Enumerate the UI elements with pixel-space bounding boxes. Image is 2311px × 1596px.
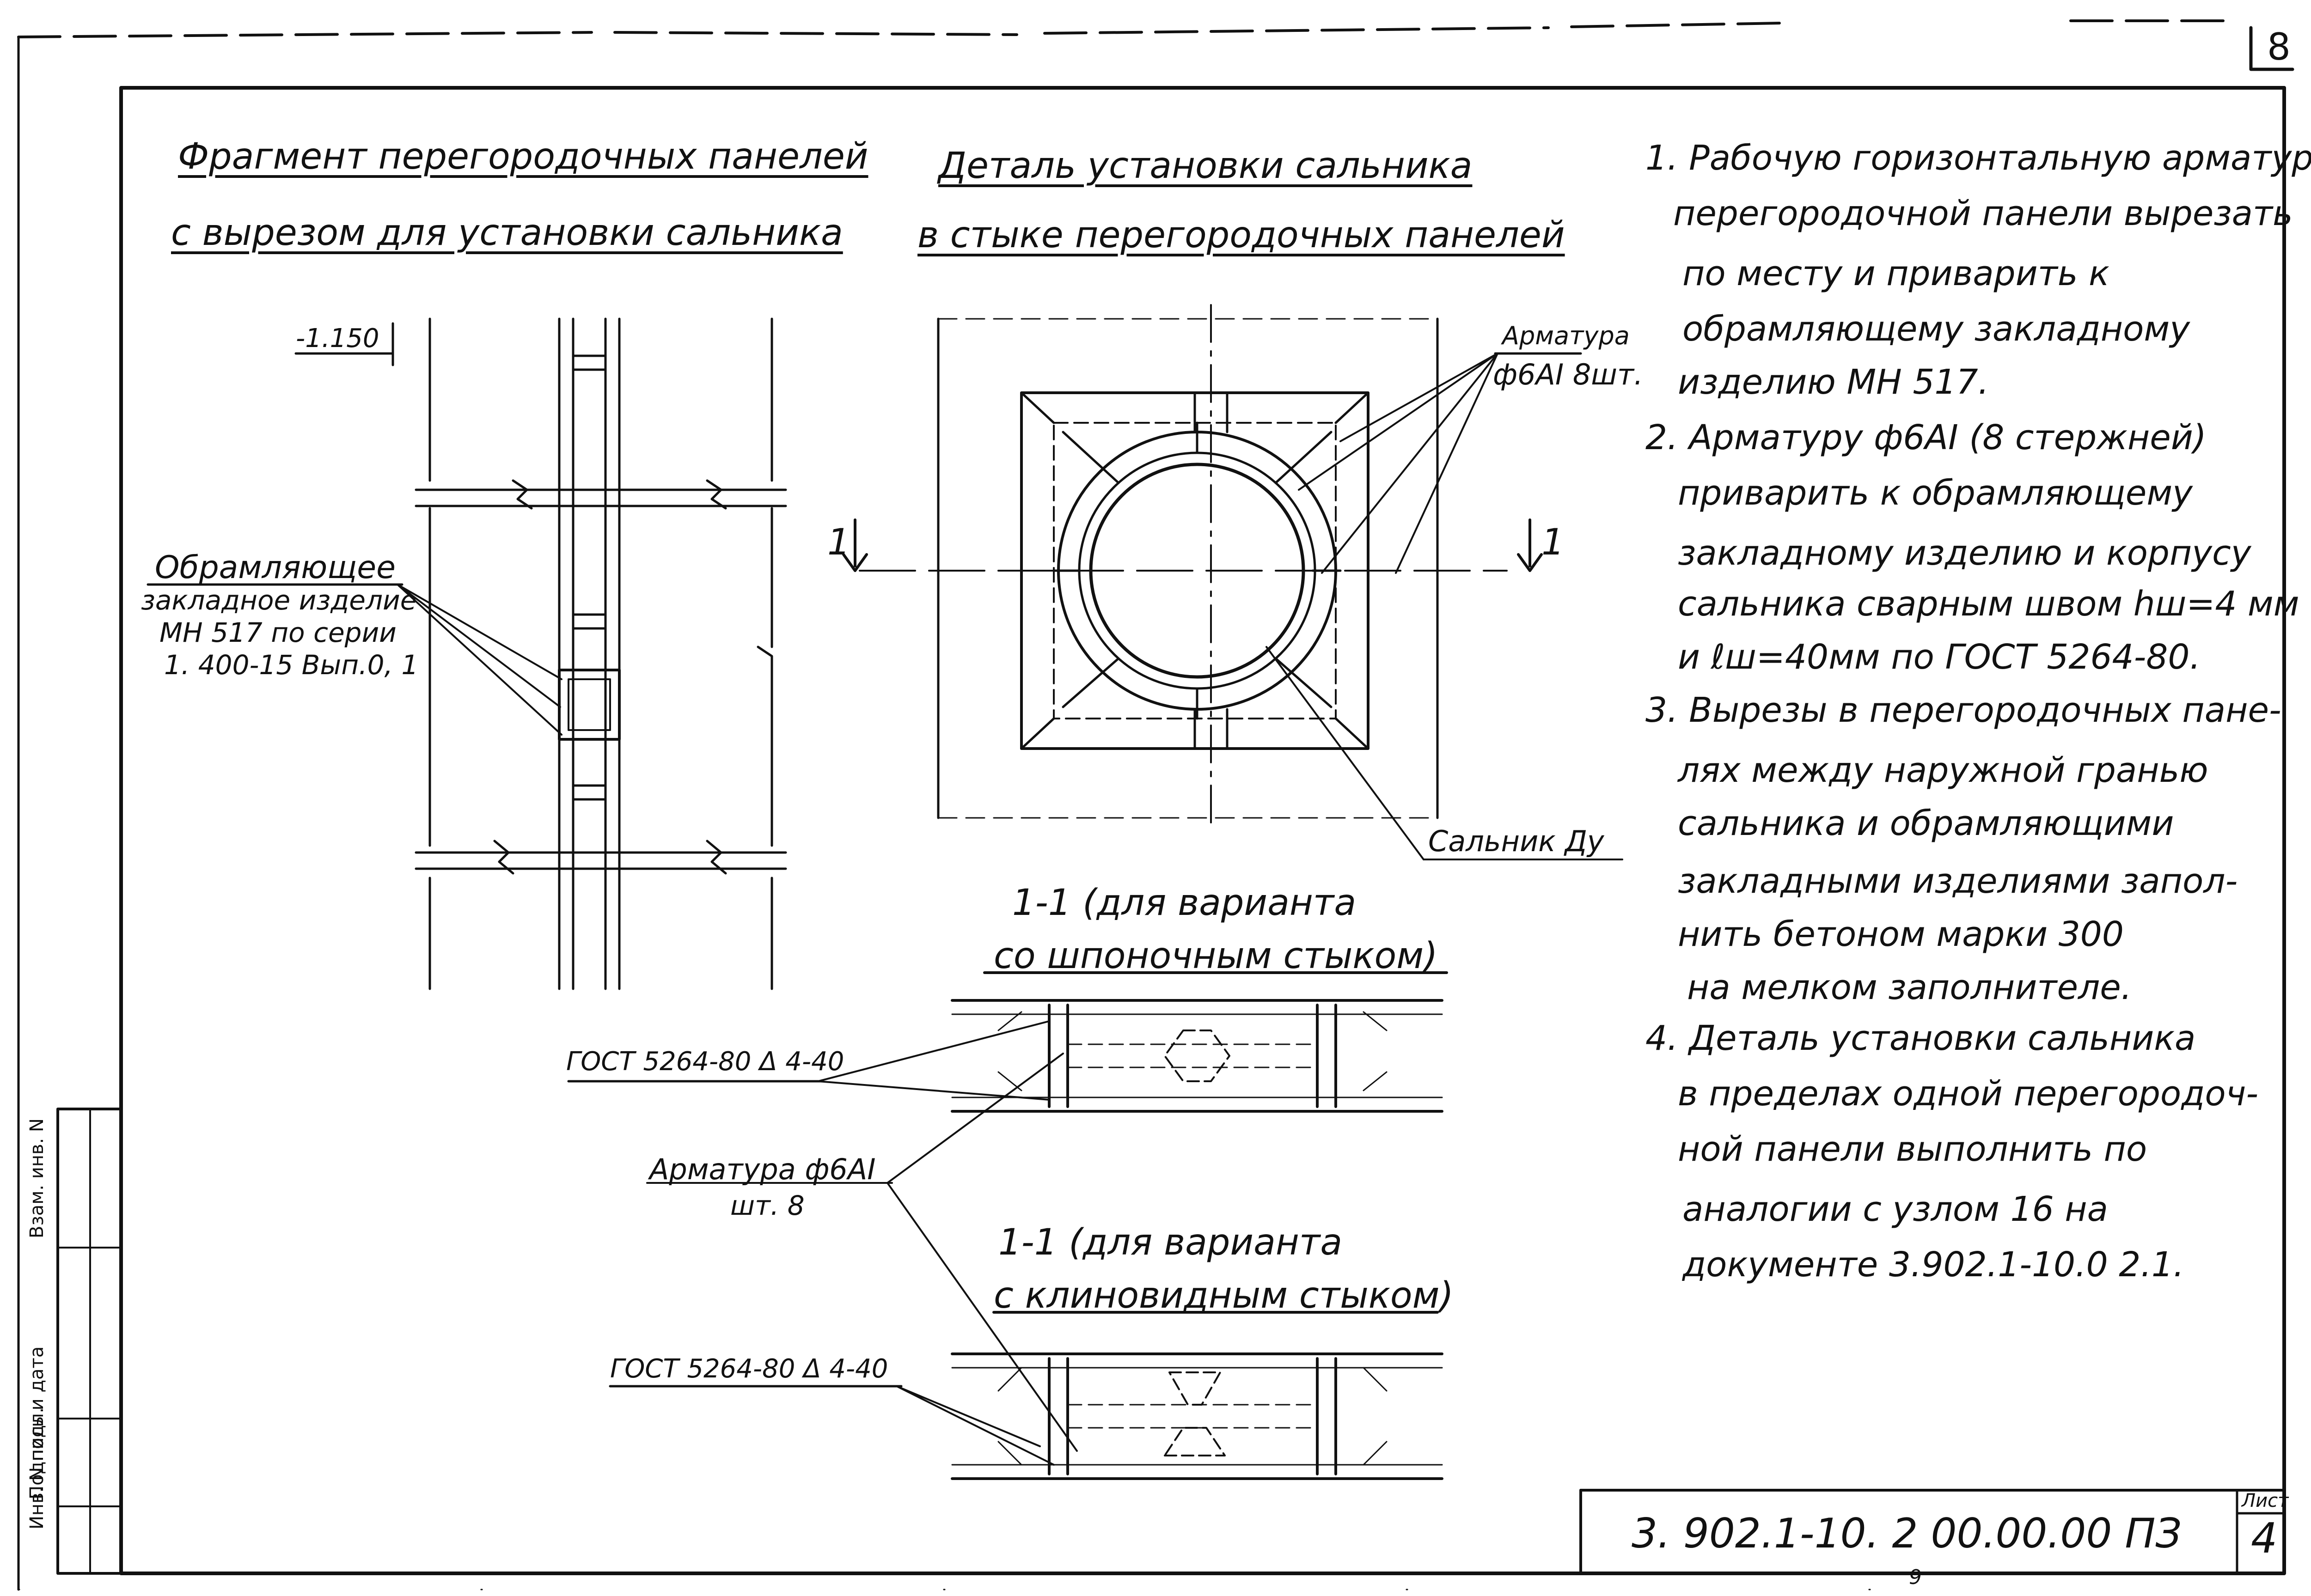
note-line: 1. Рабочую горизонтальную арматуру <box>1645 138 2311 178</box>
list-label: Лист <box>2242 1490 2289 1511</box>
note-line: аналогии с узлом 16 на <box>1682 1189 2108 1229</box>
title-block <box>18 1489 2286 1590</box>
section-wedge-title-line2: с клиновидным стыком) <box>994 1275 1454 1316</box>
left-panel-fragment <box>147 317 787 990</box>
note-line: 3. Вырезы в перегородочных пане- <box>1645 690 2281 730</box>
callout-framing-line4: 1. 400-15 Вып.0, 1 <box>164 649 419 681</box>
section-wedge-title-line1: 1-1 (для варианта <box>998 1222 1343 1263</box>
stamp-column <box>56 1108 122 1575</box>
rebar-callout-line1: Арматура ф6АI <box>649 1152 876 1186</box>
top-edge <box>17 19 2229 38</box>
elevation-mark: -1.150 <box>296 323 379 353</box>
section-key-weld-label: ГОСТ 5264-80 Δ 4-40 <box>566 1047 844 1077</box>
note-line: обрамляющему закладному <box>1682 309 2190 349</box>
section-wedge-joint <box>609 1352 1443 1480</box>
note-line: и ℓш=40мм по ГОСТ 5264-80. <box>1678 637 2201 677</box>
rebar-label-line1: Арматура <box>1502 321 1630 350</box>
note-line: в пределах одной перегородоч- <box>1678 1074 2259 1114</box>
note-line: сальника и обрамляющими <box>1678 804 2174 843</box>
note-line: лях между наружной гранью <box>1678 750 2208 790</box>
section-key-joint <box>567 999 1443 1113</box>
drawing-frame <box>119 86 2286 1575</box>
note-line: изделию МН 517. <box>1678 362 1989 402</box>
callout-framing-line2: закладное изделие <box>141 585 417 616</box>
note-line: перегородочной панели вырезать <box>1673 194 2293 233</box>
section-wedge-weld-label: ГОСТ 5264-80 Δ 4-40 <box>610 1354 888 1384</box>
note-line: документе 3.902.1-10.0 2.1. <box>1682 1245 2184 1285</box>
document-designation: 3. 902.1-10. 2 00.00.00 ПЗ <box>1632 1510 2182 1557</box>
gland-label: Сальник Ду <box>1428 824 1604 858</box>
rebar-callout-leaders <box>646 1053 1078 1452</box>
bottom-scribble: 9 <box>1909 1566 1922 1589</box>
rebar-label-line2: ф6АI 8шт. <box>1493 358 1643 391</box>
section-key-title-line1: 1-1 (для варианта <box>1012 882 1357 924</box>
stamp-signature-date: Подпись и дата <box>26 1346 48 1499</box>
note-line: сальника сварным швом hш=4 мм <box>1678 584 2299 624</box>
callout-framing-line1: Обрамляющее <box>155 549 396 586</box>
list-number: 4 <box>2251 1514 2278 1563</box>
note-line: нить бетоном марки 300 <box>1678 914 2124 954</box>
left-view-title-line1: Фрагмент перегородочных панелей <box>178 136 868 177</box>
corner-number-box <box>2249 26 2294 71</box>
callout-framing-line3: МН 517 по серии <box>159 617 397 648</box>
gland-detail <box>842 304 1623 860</box>
note-line: закладному изделию и корпусу <box>1678 533 2251 573</box>
middle-view-title-line1: Деталь установки сальника <box>938 145 1473 187</box>
note-line: ной панели выполнить по <box>1678 1129 2147 1169</box>
cut-mark-right: 1 <box>1541 522 1565 563</box>
rebar-callout-line2: шт. 8 <box>730 1190 805 1221</box>
note-line: 4. Деталь установки сальника <box>1645 1018 2196 1058</box>
middle-view-title-line2: в стыке перегородочных панелей <box>917 214 1565 256</box>
left-view-title-line2: с вырезом для установки сальника <box>171 212 843 254</box>
note-line: приварить к обрамляющему <box>1678 473 2193 513</box>
section-key-title-line2: со шпоночным стыком) <box>994 935 1438 977</box>
corner-sheet-number: 8 <box>2267 25 2291 68</box>
note-line: по месту и приварить к <box>1682 254 2109 293</box>
note-line: 2. Арматуру ф6АI (8 стержней) <box>1645 418 2207 457</box>
note-line: закладными изделиями запол- <box>1678 861 2238 901</box>
note-line: на мелком заполнителе. <box>1687 968 2132 1007</box>
cut-mark-left: 1 <box>827 522 850 563</box>
stamp-vzam-inv: Взам. инв. N <box>26 1118 48 1238</box>
section-title-rules <box>983 971 1448 1314</box>
